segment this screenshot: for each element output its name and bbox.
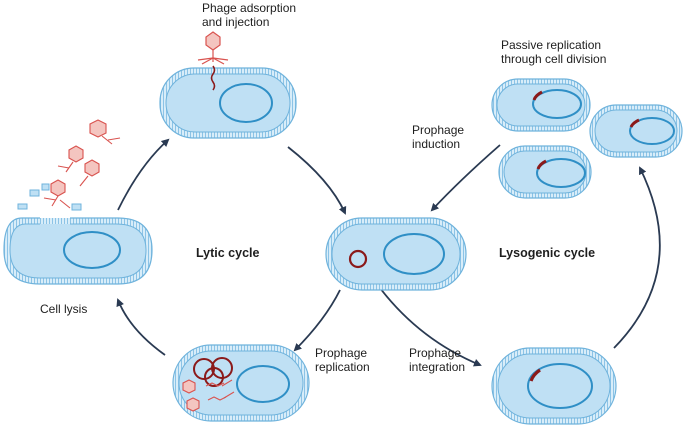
replicating-dna-icon bbox=[193, 357, 233, 387]
label-prophage-replication: Prophage replication bbox=[315, 346, 370, 374]
new-phage-parts-icon bbox=[182, 379, 235, 412]
nucleoid bbox=[219, 83, 273, 123]
arrow-center-to-replication bbox=[293, 289, 341, 352]
label-phage-adsorption: Phage adsorption and injection bbox=[202, 1, 297, 29]
nucleoid bbox=[532, 89, 582, 119]
arrow-integration-to-division bbox=[613, 166, 661, 349]
arrow-replication-to-lysis bbox=[116, 298, 166, 356]
cell-adsorption bbox=[159, 31, 297, 139]
nucleoid bbox=[63, 231, 121, 269]
cell-daughter-1 bbox=[491, 78, 591, 132]
cell-lysis bbox=[3, 119, 153, 285]
cell-replication bbox=[172, 344, 310, 422]
injected-dna-icon bbox=[210, 65, 216, 91]
nucleoid bbox=[236, 365, 290, 403]
nucleoid bbox=[536, 158, 586, 188]
label-passive-replication: Passive replication through cell divisio… bbox=[501, 38, 607, 66]
cell-center bbox=[325, 217, 467, 291]
phage-icon bbox=[197, 31, 229, 65]
label-lysogenic-cycle: Lysogenic cycle bbox=[499, 246, 596, 260]
released-phages-icon bbox=[43, 119, 121, 209]
phage-dna-circle bbox=[348, 249, 368, 269]
nucleoid bbox=[629, 117, 675, 145]
cell-daughter-3 bbox=[498, 145, 592, 199]
integrated-prophage bbox=[629, 118, 640, 128]
nucleoid bbox=[527, 363, 593, 409]
membrane-fragment-icon bbox=[17, 183, 82, 211]
cell-integration bbox=[491, 347, 617, 425]
label-cell-lysis: Cell lysis bbox=[40, 302, 88, 316]
integrated-prophage bbox=[532, 90, 543, 101]
arrow-lysis-to-adsorption bbox=[117, 138, 170, 211]
nucleoid bbox=[383, 233, 445, 275]
label-prophage-induction: Prophage induction bbox=[412, 123, 465, 151]
arrow-induction-to-center bbox=[430, 144, 501, 212]
cell-daughter-2 bbox=[589, 104, 683, 158]
cycle-arrows bbox=[116, 138, 661, 367]
arrow-adsorption-to-center bbox=[287, 146, 347, 215]
integrated-prophage bbox=[536, 159, 547, 170]
label-prophage-integration: Prophage integration bbox=[409, 346, 466, 374]
label-lytic-cycle: Lytic cycle bbox=[196, 246, 260, 260]
integrated-prophage bbox=[529, 368, 541, 382]
arrow-center-to-integration bbox=[379, 287, 482, 367]
